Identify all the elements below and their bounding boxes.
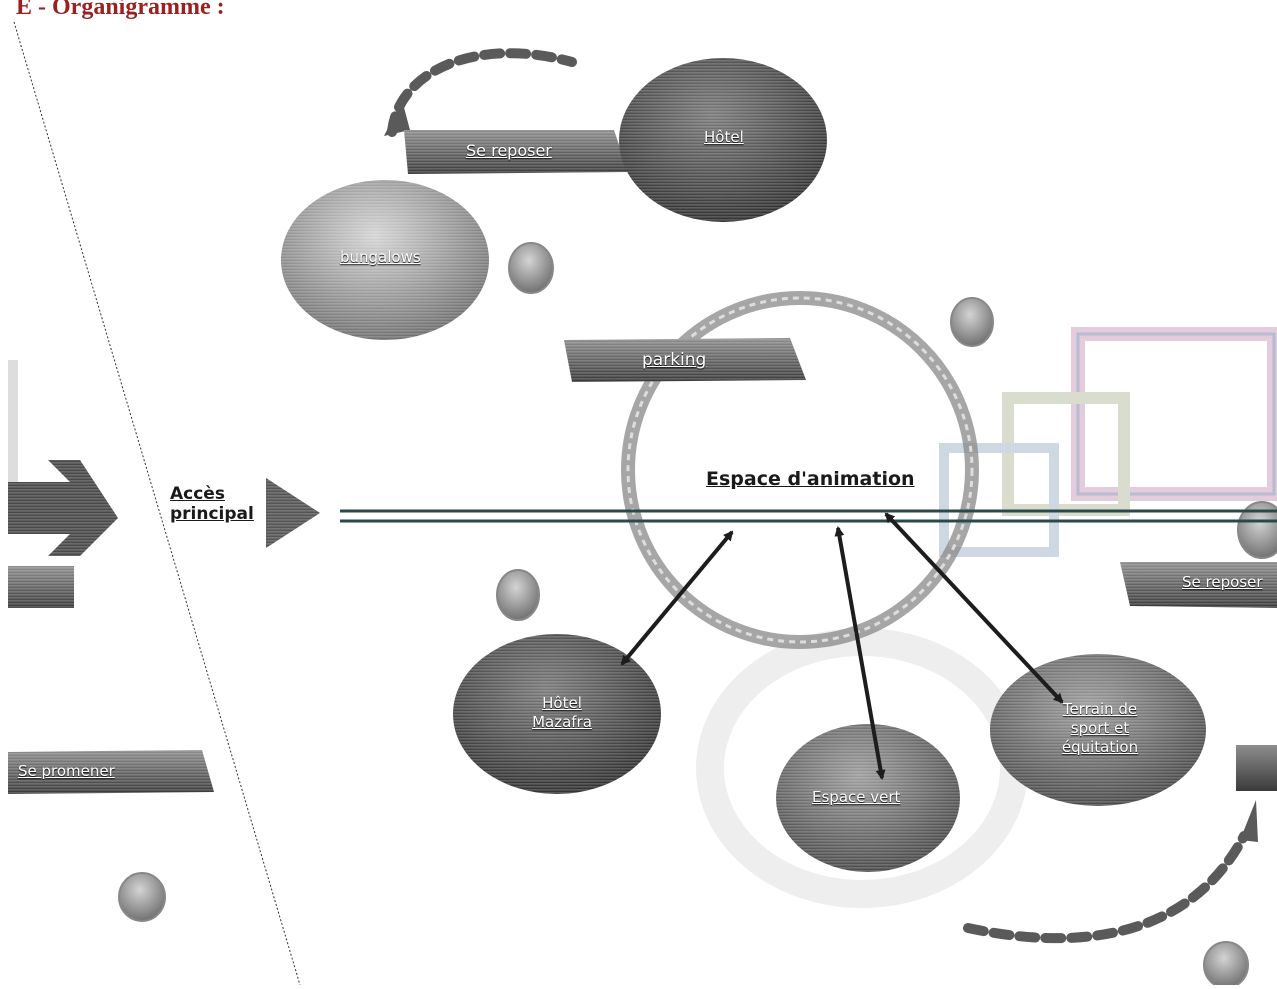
node-terrain-label: Terrain de sport et équitation bbox=[1040, 700, 1160, 757]
decorative-frames bbox=[939, 327, 1277, 557]
entry-label: Accès principal bbox=[170, 484, 254, 524]
node-hotel-mazafra-shape bbox=[453, 634, 661, 794]
small-ovals bbox=[118, 242, 1277, 989]
central-label: Espace d'animation bbox=[706, 468, 915, 490]
arrow-to-espace-vert bbox=[834, 526, 886, 780]
left-frame-stub bbox=[8, 360, 18, 510]
node-hotel-mazafra-label: Hôtel Mazafra bbox=[522, 694, 602, 732]
banner-se-reposer-right-label: Se reposer bbox=[1182, 573, 1263, 591]
banner-se-promener bbox=[8, 750, 214, 794]
node-hotel-mazafra-line2: Mazafra bbox=[532, 713, 592, 731]
node-bungalows-label: bungalows bbox=[340, 248, 421, 266]
banner-se-reposer-right bbox=[1120, 562, 1277, 608]
banner-se-reposer-top bbox=[404, 130, 628, 174]
divider-dotted-line bbox=[13, 21, 301, 986]
node-espace-vert-label: Espace vert bbox=[812, 788, 901, 806]
banner-parking-label: parking bbox=[642, 350, 707, 370]
entry-label-line2: principal bbox=[170, 504, 254, 524]
entry-label-line1: Accès bbox=[170, 484, 225, 504]
node-hotel-label: Hôtel bbox=[704, 128, 744, 146]
node-hotel-mazafra-line1: Hôtel bbox=[542, 694, 582, 712]
banner-parking bbox=[564, 338, 806, 382]
curved-dashed-arrow-top bbox=[387, 48, 577, 137]
node-terrain-line2: sport et bbox=[1070, 719, 1130, 737]
node-terrain-line1: Terrain de bbox=[1062, 700, 1138, 718]
node-bungalows-shape bbox=[281, 180, 489, 340]
node-espace-vert-shape bbox=[776, 724, 960, 872]
node-terrain-line3: équitation bbox=[1061, 738, 1139, 756]
banner-se-reposer-top-label: Se reposer bbox=[466, 141, 552, 160]
page-heading: E - Organigramme : bbox=[16, 0, 225, 20]
banner-se-promener-label: Se promener bbox=[18, 762, 115, 780]
arrow-to-terrain bbox=[884, 512, 1064, 704]
curved-dashed-arrow-bottom bbox=[963, 831, 1249, 944]
banner-right-stub bbox=[1236, 745, 1277, 791]
node-hotel-shape bbox=[619, 58, 827, 222]
arrow-to-hotel-mazafra bbox=[620, 530, 734, 666]
